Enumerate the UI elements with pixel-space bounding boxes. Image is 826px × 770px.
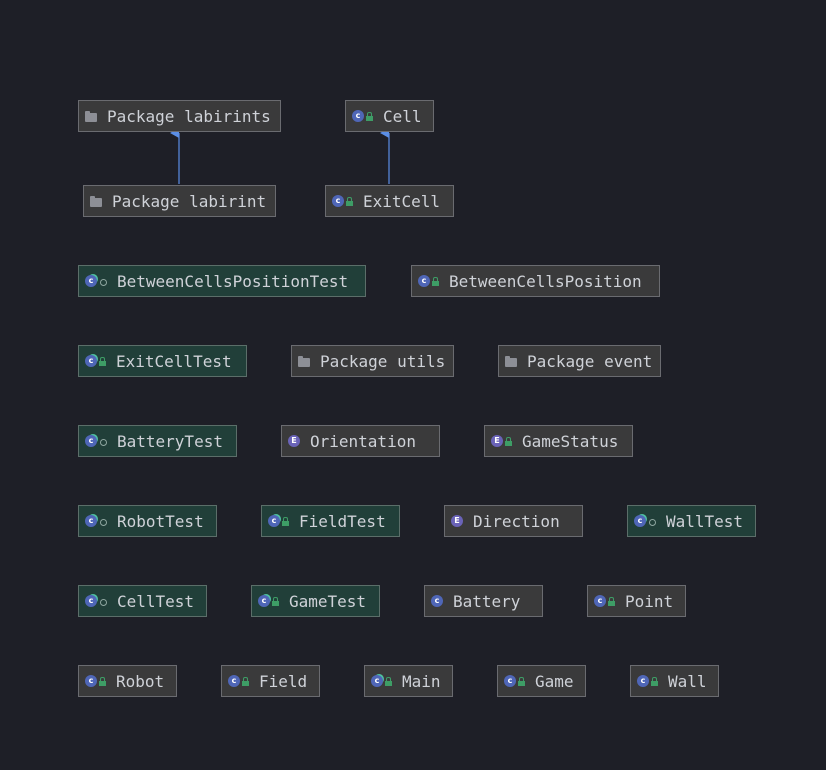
node-label: Wall bbox=[668, 671, 707, 691]
runnable-class-icon: c bbox=[371, 675, 392, 687]
node-package-event[interactable]: Package event bbox=[498, 345, 661, 377]
node-main[interactable]: c Main bbox=[364, 665, 453, 697]
node-point[interactable]: c Point bbox=[587, 585, 686, 617]
node-label: Point bbox=[625, 591, 674, 611]
node-label: WallTest bbox=[666, 511, 744, 531]
test-class-icon: c bbox=[85, 275, 107, 287]
node-cell-test[interactable]: c CellTest bbox=[78, 585, 207, 617]
enum-icon: E bbox=[491, 435, 512, 447]
node-wall[interactable]: c Wall bbox=[630, 665, 719, 697]
class-icon: c bbox=[594, 595, 615, 607]
node-label: Cell bbox=[383, 106, 422, 126]
node-wall-test[interactable]: c WallTest bbox=[627, 505, 756, 537]
node-label: Game bbox=[535, 671, 574, 691]
node-label: RobotTest bbox=[117, 511, 204, 531]
node-label: Orientation bbox=[310, 431, 416, 451]
enum-icon: E bbox=[288, 435, 300, 447]
node-exit-cell[interactable]: c ExitCell bbox=[325, 185, 454, 217]
class-icon: c bbox=[228, 675, 249, 687]
folder-icon bbox=[90, 195, 102, 207]
test-class-icon: c bbox=[85, 515, 107, 527]
node-package-labirints[interactable]: Package labirints bbox=[78, 100, 281, 132]
folder-icon bbox=[298, 355, 310, 367]
node-label: Package labirints bbox=[107, 106, 271, 126]
node-label: Package utils bbox=[320, 351, 446, 371]
node-label: Field bbox=[259, 671, 308, 691]
test-class-icon: c bbox=[85, 355, 106, 367]
node-label: Direction bbox=[473, 511, 560, 531]
node-exit-cell-test[interactable]: c ExitCellTest bbox=[78, 345, 247, 377]
class-icon: c bbox=[352, 110, 373, 122]
node-cell[interactable]: c Cell bbox=[345, 100, 434, 132]
node-between-cells-position-test[interactable]: c BetweenCellsPositionTest bbox=[78, 265, 366, 297]
class-icon: c bbox=[332, 195, 353, 207]
class-icon: c bbox=[637, 675, 658, 687]
node-field-test[interactable]: c FieldTest bbox=[261, 505, 400, 537]
node-label: FieldTest bbox=[299, 511, 386, 531]
node-label: BatteryTest bbox=[117, 431, 223, 451]
node-label: Main bbox=[402, 671, 441, 691]
node-battery[interactable]: c Battery bbox=[424, 585, 543, 617]
node-battery-test[interactable]: c BatteryTest bbox=[78, 425, 237, 457]
folder-icon bbox=[85, 110, 97, 122]
node-label: GameStatus bbox=[522, 431, 619, 451]
class-icon: c bbox=[85, 675, 106, 687]
class-icon: c bbox=[418, 275, 439, 287]
node-label: BetweenCellsPositionTest bbox=[117, 271, 349, 291]
test-class-icon: c bbox=[634, 515, 656, 527]
enum-icon: E bbox=[451, 515, 463, 527]
node-field[interactable]: c Field bbox=[221, 665, 320, 697]
node-robot-test[interactable]: c RobotTest bbox=[78, 505, 217, 537]
node-direction[interactable]: E Direction bbox=[444, 505, 583, 537]
folder-icon bbox=[505, 355, 517, 367]
node-label: Robot bbox=[116, 671, 165, 691]
node-label: CellTest bbox=[117, 591, 195, 611]
test-class-icon: c bbox=[258, 595, 279, 607]
node-package-labirint[interactable]: Package labirint bbox=[83, 185, 276, 217]
node-game-status[interactable]: E GameStatus bbox=[484, 425, 633, 457]
class-icon: c bbox=[431, 595, 443, 607]
node-label: Package event bbox=[527, 351, 653, 371]
node-label: BetweenCellsPosition bbox=[449, 271, 642, 291]
node-robot[interactable]: c Robot bbox=[78, 665, 177, 697]
node-label: Battery bbox=[453, 591, 521, 611]
test-class-icon: c bbox=[85, 595, 107, 607]
node-label: ExitCell bbox=[363, 191, 441, 211]
node-game-test[interactable]: c GameTest bbox=[251, 585, 380, 617]
test-class-icon: c bbox=[268, 515, 289, 527]
node-label: ExitCellTest bbox=[116, 351, 232, 371]
node-label: GameTest bbox=[289, 591, 367, 611]
node-package-utils[interactable]: Package utils bbox=[291, 345, 454, 377]
node-game[interactable]: c Game bbox=[497, 665, 586, 697]
node-orientation[interactable]: E Orientation bbox=[281, 425, 440, 457]
node-between-cells-position[interactable]: c BetweenCellsPosition bbox=[411, 265, 660, 297]
test-class-icon: c bbox=[85, 435, 107, 447]
node-label: Package labirint bbox=[112, 191, 267, 211]
class-icon: c bbox=[504, 675, 525, 687]
